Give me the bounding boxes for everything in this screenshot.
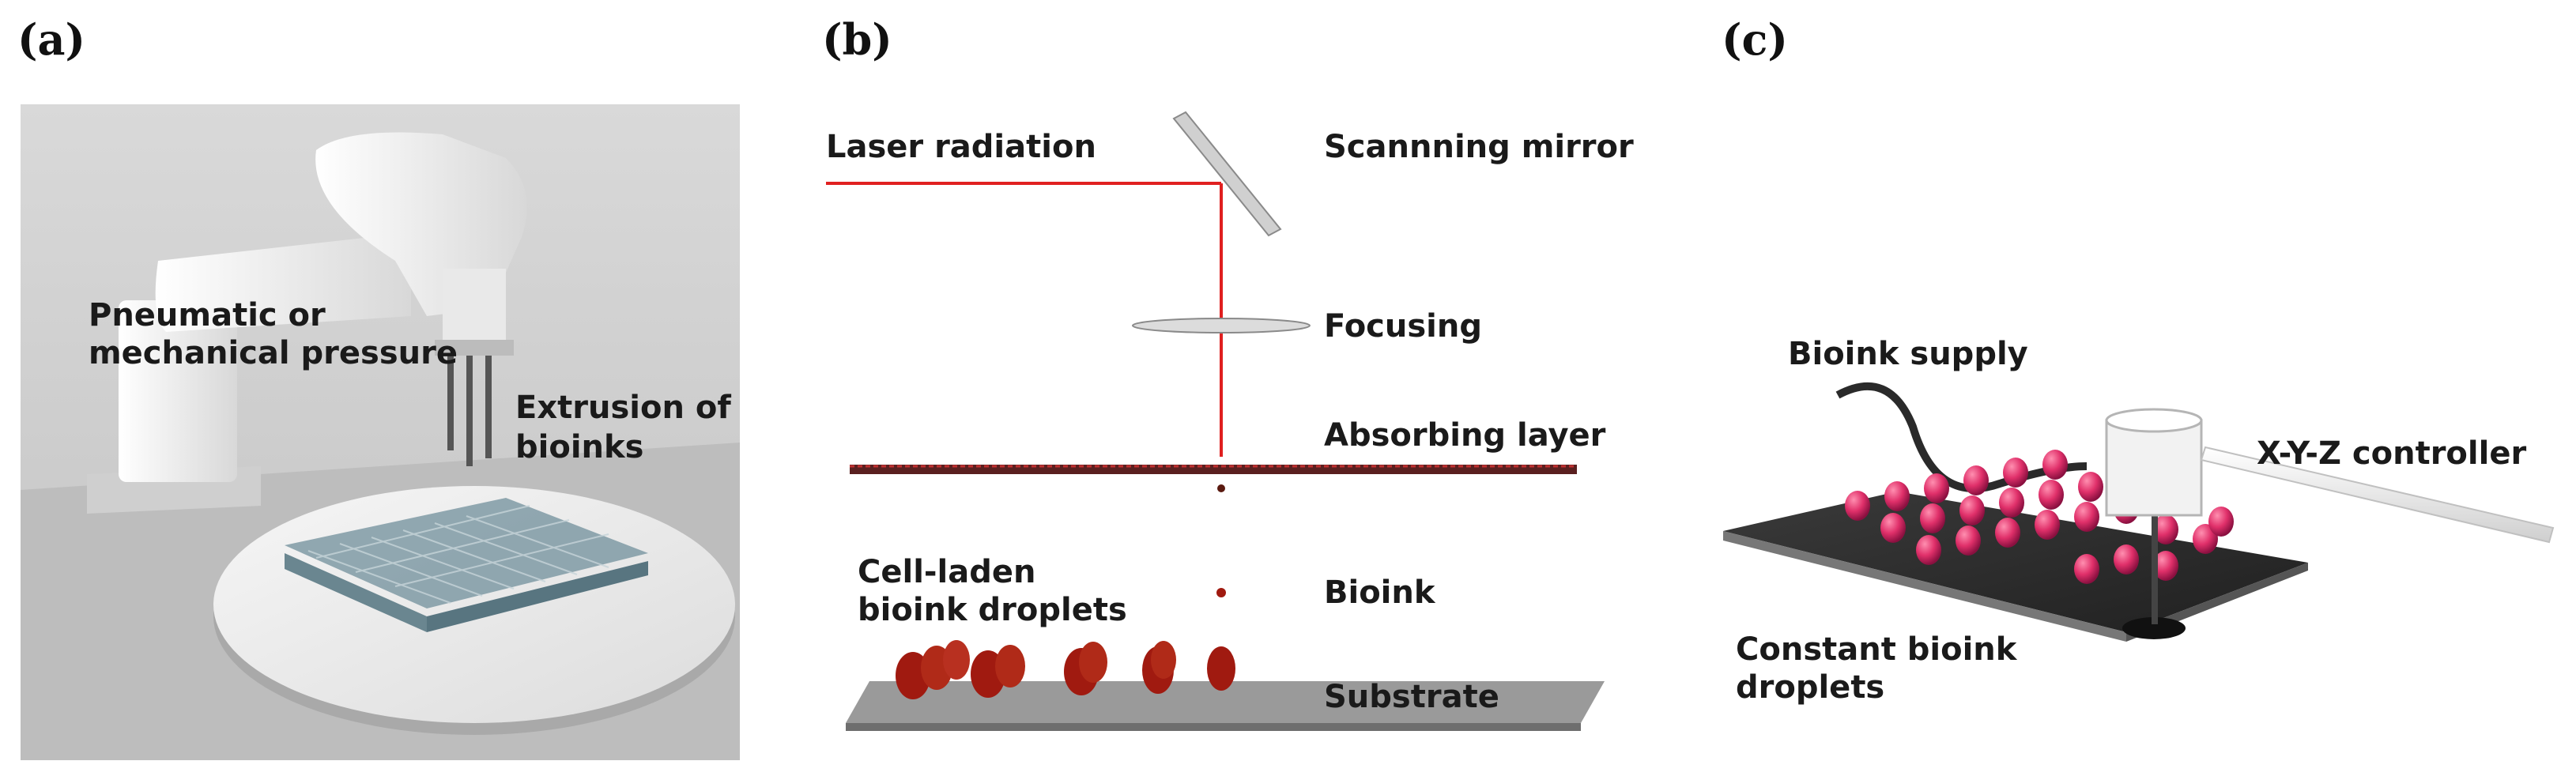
plate-hole — [2122, 617, 2186, 639]
absorbing-layer-label: Absorbing layer — [1324, 417, 1606, 454]
print-head — [443, 269, 506, 340]
extrusion-label-line1: Extrusion of — [515, 390, 731, 426]
substrate-label: Substrate — [1324, 679, 1499, 715]
x-y-z-controller-label: X-Y-Z controller — [2257, 435, 2527, 472]
nozzle — [485, 356, 492, 458]
x-y-z-controller-arm — [2200, 446, 2555, 544]
bioink-supply-label: Bioink supply — [1788, 336, 2028, 372]
panel-c-label: (c) — [1722, 14, 1788, 65]
substrate — [846, 681, 1605, 723]
droplets-label-line1: Cell-laden — [858, 554, 1036, 590]
scanning-mirror-label: Scannning mirror — [1324, 129, 1634, 165]
droplets-label-line2: bioink droplets — [858, 592, 1127, 628]
panel-b-label: (b) — [822, 14, 892, 65]
print-head-bracket — [435, 340, 514, 356]
panel-a-label: (a) — [17, 14, 86, 65]
substrate-edge — [846, 723, 1581, 731]
extrusion-label-line2: bioinks — [515, 429, 644, 465]
ejected-droplet — [1217, 484, 1225, 492]
print-head-block — [2105, 419, 2203, 517]
bioink-label: Bioink — [1324, 574, 1435, 611]
constant-droplets-label-line1: Constant bioink — [1736, 631, 2017, 668]
pressure-label-line1: Pneumatic or — [89, 297, 326, 333]
deposited-droplets — [896, 640, 1235, 699]
robot-arm-lower — [155, 237, 411, 332]
constant-bioink-droplets — [1845, 450, 2234, 584]
robot-column — [119, 300, 237, 482]
dispensing-needle — [2152, 506, 2158, 624]
scaffold-side — [427, 561, 648, 632]
laser-radiation-label: Laser radiation — [826, 129, 1096, 165]
focusing-label: Focusing — [1324, 308, 1482, 345]
print-head-top — [2105, 408, 2203, 433]
extrusion-bioprinter-illustration — [21, 104, 740, 760]
constant-droplets-label-line2: droplets — [1736, 669, 1885, 706]
scaffold-grid — [307, 505, 609, 604]
scaffold-side — [285, 553, 427, 632]
bioink-droplet-falling — [1216, 588, 1226, 597]
pressure-label-line2: mechanical pressure — [89, 335, 458, 371]
substrate-plate — [1723, 492, 2308, 632]
focusing-lens — [1132, 318, 1311, 333]
scanning-mirror — [1172, 111, 1282, 237]
plate-edge — [1723, 531, 2126, 642]
nozzle — [447, 356, 454, 450]
nozzle — [466, 356, 473, 466]
